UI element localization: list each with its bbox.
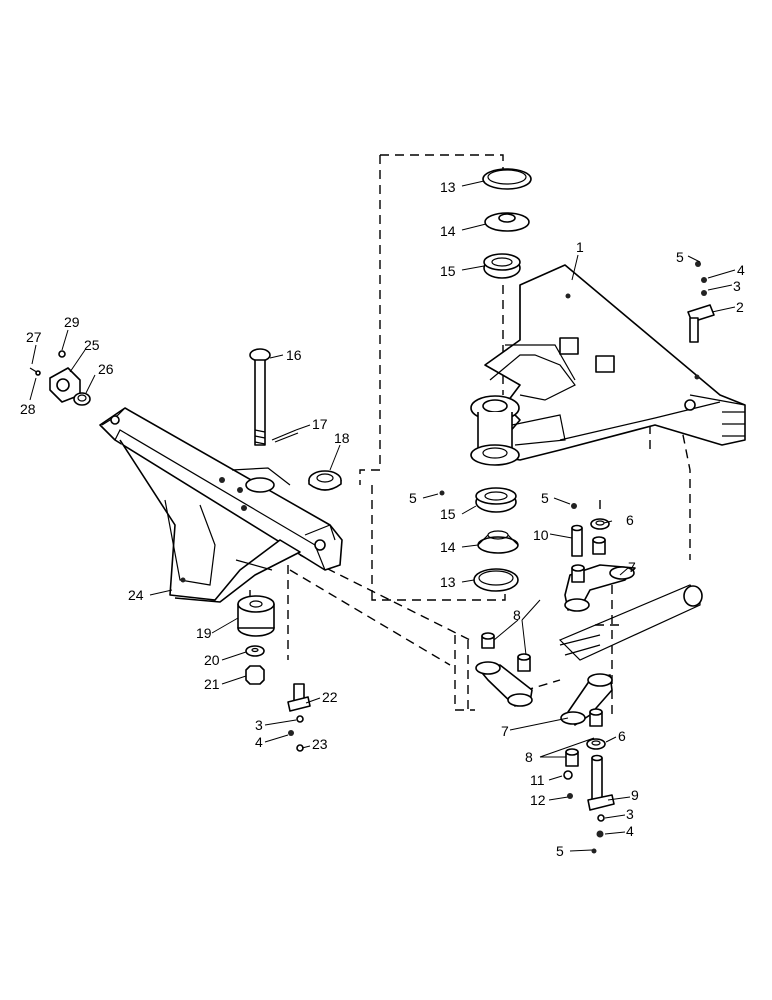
callout-25: 25 bbox=[84, 337, 100, 353]
callout-3: 3 bbox=[733, 278, 741, 294]
callout-4-lower: 4 bbox=[626, 823, 634, 839]
callout-4: 4 bbox=[737, 262, 745, 278]
callout-15-lower: 15 bbox=[440, 506, 456, 522]
callout-26: 26 bbox=[98, 361, 114, 377]
pin-22 bbox=[287, 683, 311, 752]
assembly-guide-lines bbox=[249, 154, 691, 720]
small-hardware bbox=[439, 490, 605, 854]
callout-4-left: 4 bbox=[255, 734, 263, 750]
callout-7: 7 bbox=[628, 559, 636, 575]
callout-23: 23 bbox=[312, 736, 328, 752]
pin-9 bbox=[587, 754, 615, 811]
lower-cone-14 bbox=[477, 530, 519, 554]
axle-beam bbox=[99, 407, 343, 603]
lower-seal-ring-13 bbox=[473, 568, 519, 592]
callout-7-lower: 7 bbox=[501, 723, 509, 739]
pin-10 bbox=[571, 524, 583, 557]
callout-13-lower: 13 bbox=[440, 574, 456, 590]
main-frame-plate bbox=[484, 264, 746, 461]
upper-bearing-15 bbox=[483, 253, 521, 279]
bushing-18 bbox=[308, 470, 342, 491]
callout-5-lower: 5 bbox=[556, 843, 564, 859]
screw-27 bbox=[29, 367, 41, 376]
leader-lines bbox=[29, 180, 736, 852]
callout-15: 15 bbox=[440, 263, 456, 279]
link-7-upper bbox=[564, 564, 636, 612]
cotter-pin-17 bbox=[271, 429, 299, 443]
link-7-lower-left bbox=[475, 632, 533, 707]
bushing-26 bbox=[73, 392, 91, 406]
callout-28: 28 bbox=[20, 401, 36, 417]
nut-21 bbox=[245, 665, 265, 685]
callout-20: 20 bbox=[204, 652, 220, 668]
callout-14: 14 bbox=[440, 223, 456, 239]
callout-21: 21 bbox=[204, 676, 220, 692]
callout-5-right: 5 bbox=[541, 490, 549, 506]
lower-bearing-15 bbox=[475, 487, 517, 513]
rubber-mount-19 bbox=[237, 595, 275, 637]
upper-seal-ring-13 bbox=[482, 168, 532, 190]
bushings-8-lower bbox=[565, 748, 579, 767]
callout-8: 8 bbox=[513, 607, 521, 623]
callout-14-lower: 14 bbox=[440, 539, 456, 555]
callout-12: 12 bbox=[530, 792, 546, 808]
callout-3-left: 3 bbox=[255, 717, 263, 733]
callout-24: 24 bbox=[128, 587, 144, 603]
kingpin-housing bbox=[470, 395, 566, 466]
callout-3-lower: 3 bbox=[626, 806, 634, 822]
pin-2 bbox=[687, 261, 715, 343]
callout-22: 22 bbox=[322, 689, 338, 705]
bushing-6-upper bbox=[590, 518, 610, 555]
callout-10: 10 bbox=[533, 527, 549, 543]
callout-16: 16 bbox=[286, 347, 302, 363]
callout-2: 2 bbox=[736, 299, 744, 315]
callout-5-center: 5 bbox=[409, 490, 417, 506]
callout-17: 17 bbox=[312, 416, 328, 432]
callout-5: 5 bbox=[676, 249, 684, 265]
kingpin-16 bbox=[249, 348, 271, 446]
upper-cone-14 bbox=[484, 212, 530, 232]
callout-6-lower: 6 bbox=[618, 728, 626, 744]
callout-6: 6 bbox=[626, 512, 634, 528]
washer-20 bbox=[245, 645, 265, 657]
callout-11: 11 bbox=[530, 772, 545, 788]
link-7-lower-right bbox=[560, 673, 613, 727]
flange-25 bbox=[49, 350, 81, 403]
callout-18: 18 bbox=[334, 430, 350, 446]
callout-27: 27 bbox=[26, 329, 42, 345]
bushing-6-lower bbox=[586, 738, 606, 750]
hydraulic-cylinder bbox=[558, 584, 703, 661]
callout-8-lower: 8 bbox=[525, 749, 533, 765]
callout-9: 9 bbox=[631, 787, 639, 803]
callout-19: 19 bbox=[196, 625, 212, 641]
callout-labels: 1 2 3 4 5 6 7 8 13 14 15 5 15 5 10 14 13… bbox=[20, 179, 745, 859]
callout-1: 1 bbox=[576, 239, 584, 255]
callout-29: 29 bbox=[64, 314, 80, 330]
callout-13: 13 bbox=[440, 179, 456, 195]
